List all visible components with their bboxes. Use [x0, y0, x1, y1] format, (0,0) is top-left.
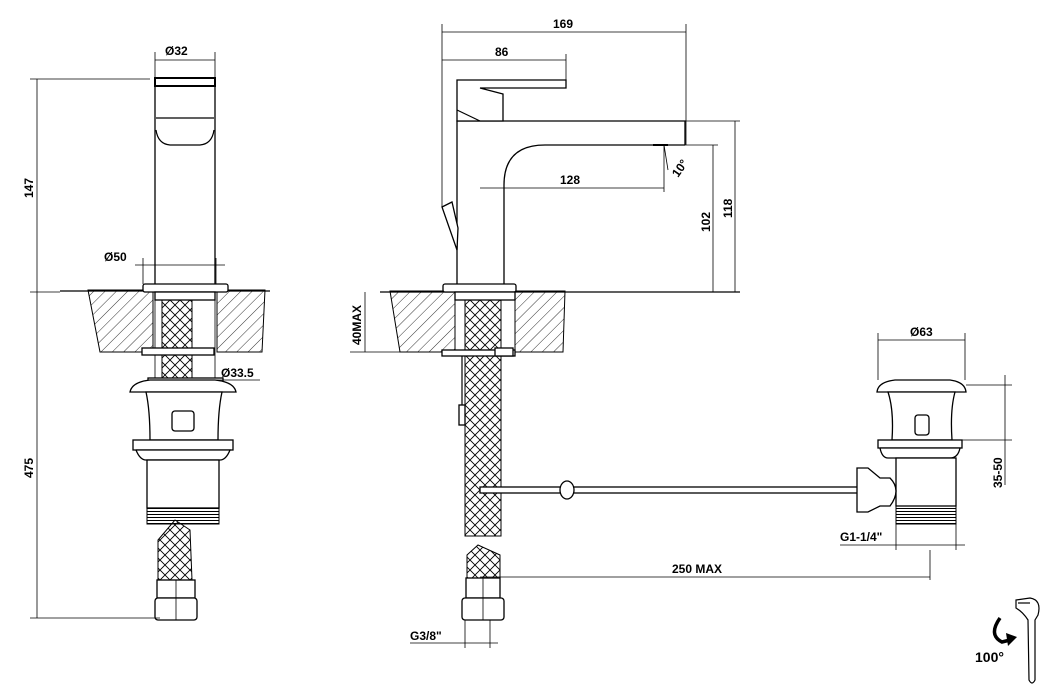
- dim-spout-diameter: Ø32: [165, 44, 188, 58]
- dim-base-diameter: Ø50: [104, 250, 127, 264]
- dim-supply-connection: G3/8": [410, 629, 442, 643]
- side-view: 169 86 128 10° 102 118 40MAX G3/8" 250 M…: [350, 17, 931, 648]
- waste-valve-front: [129, 379, 237, 525]
- dim-shank-diameter: Ø33.5: [221, 366, 254, 380]
- dim-height-range: 35-50: [991, 457, 1005, 488]
- front-view: Ø32 147 475 Ø50 Ø33.5: [22, 44, 270, 621]
- dim-lever-length: 86: [495, 45, 509, 59]
- faucet-body-side: [441, 79, 686, 293]
- dim-spout-angle: 10°: [669, 157, 691, 180]
- supply-hoses-side: [464, 299, 502, 537]
- dim-thread: G1-1/4": [840, 530, 882, 544]
- faucet-body-front: [142, 77, 229, 293]
- supply-hoses-front: [161, 299, 193, 383]
- lever-rotation-icon: 100°: [975, 597, 1040, 684]
- dim-overall-length: 169: [553, 17, 573, 31]
- dim-spout-height: 118: [721, 198, 735, 218]
- pop-up-rod: [479, 480, 859, 500]
- dim-spout-reach: 128: [560, 173, 580, 187]
- dim-cap-diameter: Ø63: [910, 325, 933, 339]
- waste-valve-side: Ø63 35-50 G1-1/4": [840, 325, 1012, 550]
- dim-outlet-height: 102: [699, 212, 713, 232]
- dim-height: 147: [22, 178, 36, 198]
- dim-total-height: 475: [22, 458, 36, 478]
- dim-waste-distance: 250 MAX: [672, 562, 722, 576]
- dim-counter-thickness: 40MAX: [350, 305, 364, 345]
- rotation-angle: 100°: [975, 649, 1004, 665]
